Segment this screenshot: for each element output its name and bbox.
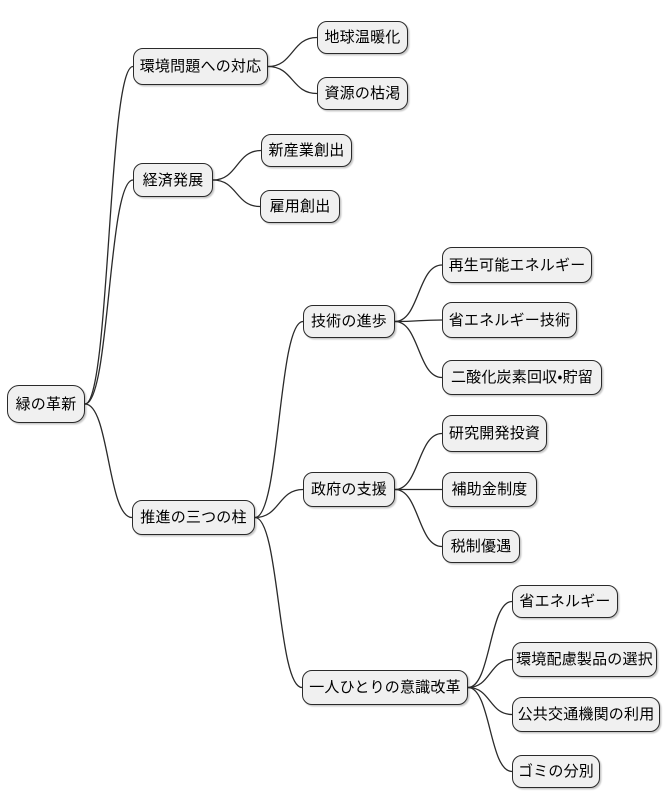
mindmap-edge xyxy=(212,179,261,208)
mindmap-node-label: 雇用創出 xyxy=(269,197,331,215)
mindmap-edge xyxy=(394,264,443,323)
mindmap-node-label: 政府の支援 xyxy=(310,480,387,498)
mindmap-edge xyxy=(467,600,513,689)
mindmap-node-label: 省エネルギー技術 xyxy=(448,310,571,329)
mindmap-node: 研究開発投資 xyxy=(442,415,547,452)
mindmap-node-label: 新産業創出 xyxy=(268,141,345,159)
mindmap-edge xyxy=(84,403,133,519)
mindmap-node: 資源の枯渇 xyxy=(317,77,408,110)
mindmap-edge xyxy=(394,432,443,491)
mindmap-node: 省エネルギー xyxy=(512,585,618,618)
mindmap-node-label: 補助金制度 xyxy=(451,480,528,498)
mindmap-node-label: 環境配慮製品の選択 xyxy=(516,650,653,668)
mindmap-node: 技術の進歩 xyxy=(303,305,395,338)
mindmap-node-label: 緑の革新 xyxy=(15,394,77,413)
mindmap-edge xyxy=(467,686,513,716)
mindmap-node-label: 推進の三つの柱 xyxy=(140,508,247,526)
mindmap-node: 雇用創出 xyxy=(260,190,340,223)
mindmap-node: 省エネルギー技術 xyxy=(442,302,577,338)
mindmap-node: 公共交通機関の利用 xyxy=(512,697,660,732)
mindmap-edge xyxy=(394,320,443,379)
mindmap-node: 再生可能エネルギー xyxy=(442,247,592,283)
mindmap-node-label: 技術の進歩 xyxy=(310,312,387,330)
mindmap-node: ゴミの分別 xyxy=(512,755,600,788)
mindmap-node: 環境配慮製品の選択 xyxy=(512,642,657,677)
mindmap-node-label: 地球温暖化 xyxy=(324,28,401,46)
mindmap-node-label: 経済発展 xyxy=(142,170,204,189)
mindmap-node: 環境問題への対応 xyxy=(133,48,268,85)
mindmap-node: 経済発展 xyxy=(133,163,213,197)
mindmap-node-label: 二酸化炭素回収・貯留 xyxy=(450,368,594,386)
mindmap-edge xyxy=(84,65,134,405)
mindmap-node: 一人ひとりの意識改革 xyxy=(302,670,468,705)
mindmap-edge xyxy=(267,36,318,68)
mindmap-node-label: ゴミの分別 xyxy=(517,762,594,780)
mindmap-node-label: 再生可能エネルギー xyxy=(448,255,586,274)
mindmap-edge xyxy=(467,658,513,689)
mindmap-node: 地球温暖化 xyxy=(317,21,408,54)
mindmap-node: 政府の支援 xyxy=(303,472,395,507)
mindmap-edge xyxy=(254,516,303,689)
mindmap-edge xyxy=(84,179,134,405)
mindmap-node-label: 一人ひとりの意識改革 xyxy=(309,678,461,696)
mindmap-node: 二酸化炭素回収・貯留 xyxy=(442,360,602,395)
mindmap-node: 補助金制度 xyxy=(442,472,537,507)
mindmap-edge xyxy=(467,686,513,773)
mindmap-node-label: 税制優遇 xyxy=(450,537,512,555)
mindmap-node-label: 公共交通機関の利用 xyxy=(517,705,655,723)
mindmap-node-label: 省エネルギー xyxy=(519,592,611,610)
mindmap-edge xyxy=(212,149,262,181)
mindmap-node-label: 環境問題への対応 xyxy=(139,57,262,75)
mindmap-edge xyxy=(267,65,318,95)
mindmap-node: 推進の三つの柱 xyxy=(132,500,255,535)
mindmap-node: 新産業創出 xyxy=(261,134,352,167)
mindmap-root-node: 緑の革新 xyxy=(7,385,85,423)
mindmap-edge xyxy=(254,488,304,519)
mindmap-edge xyxy=(394,319,443,323)
mindmap-node-label: 資源の枯渇 xyxy=(324,84,401,102)
mindmap-node: 税制優遇 xyxy=(442,530,520,563)
mindmap-node-label: 研究開発投資 xyxy=(448,424,541,442)
mindmap-edge xyxy=(394,488,443,548)
mindmap-edge xyxy=(254,320,304,519)
